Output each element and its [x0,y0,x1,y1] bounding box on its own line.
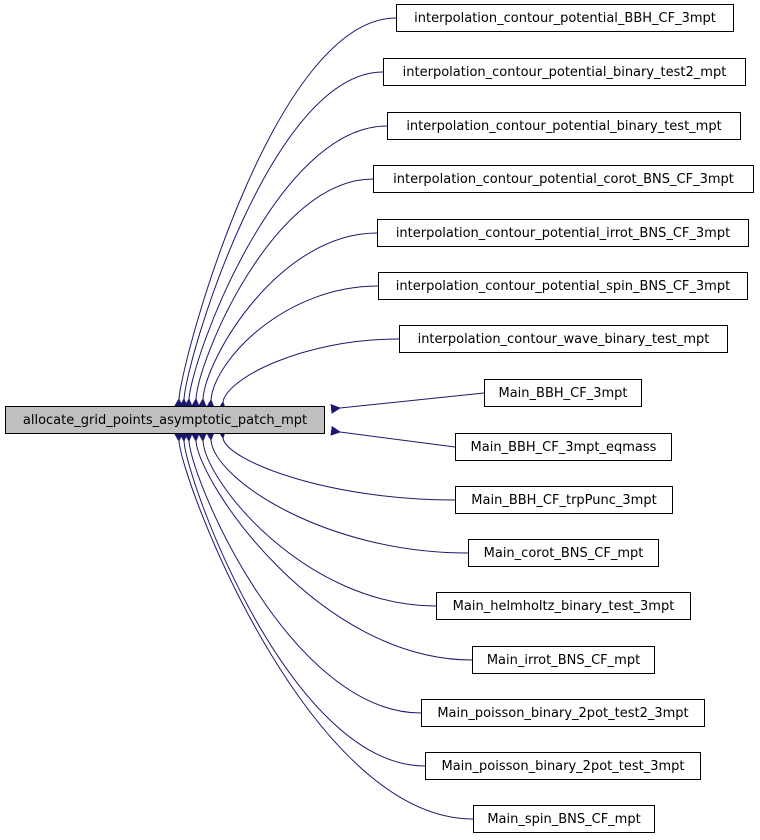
caller-node[interactable]: Main_BBH_CF_3mpt_eqmass [455,433,672,461]
call-edge-arrow [205,285,379,410]
caller-node[interactable]: interpolation_contour_potential_irrot_BN… [377,219,749,247]
call-edge-arrow [173,431,474,820]
call-edge-arrow [216,338,400,412]
root-function-node[interactable]: allocate_grid_points_asymptotic_patch_mp… [5,406,325,434]
call-edge-arrow [178,71,384,409]
call-edge-arrow [197,232,378,409]
call-edge-arrow [178,431,426,767]
caller-node[interactable]: interpolation_contour_wave_binary_test_m… [399,325,728,353]
caller-node[interactable]: interpolation_contour_potential_corot_BN… [373,165,754,193]
caller-node[interactable]: interpolation_contour_potential_BBH_CF_3… [396,4,734,32]
caller-node[interactable]: interpolation_contour_potential_binary_t… [387,112,741,140]
call-edge-arrow [190,178,374,409]
caller-node[interactable]: Main_poisson_binary_2pot_test2_3mpt [421,699,705,727]
caller-node[interactable]: Main_spin_BNS_CF_mpt [473,805,655,833]
call-edge-arrow [330,392,485,414]
caller-node[interactable]: Main_helmholtz_binary_test_3mpt [436,592,691,620]
caller-node[interactable]: Main_BBH_CF_trpPunc_3mpt [455,486,673,514]
caller-node[interactable]: Main_poisson_binary_2pot_test_3mpt [425,752,701,780]
caller-node[interactable]: Main_corot_BNS_CF_mpt [468,539,659,567]
call-edge-arrow [183,431,422,714]
caller-node[interactable]: interpolation_contour_potential_binary_t… [383,58,746,86]
call-edge-arrow [173,17,397,409]
call-edge-arrow [190,431,473,661]
caller-node[interactable]: Main_irrot_BNS_CF_mpt [472,646,655,674]
call-edge-arrow [330,425,456,448]
caller-node[interactable]: Main_BBH_CF_3mpt [484,379,642,407]
call-edge-arrow [205,430,469,554]
caller-node[interactable]: interpolation_contour_potential_spin_BNS… [378,272,748,300]
call-edge-arrow [197,431,437,607]
call-edge-arrow [216,428,456,501]
call-edge-arrow [183,125,388,409]
